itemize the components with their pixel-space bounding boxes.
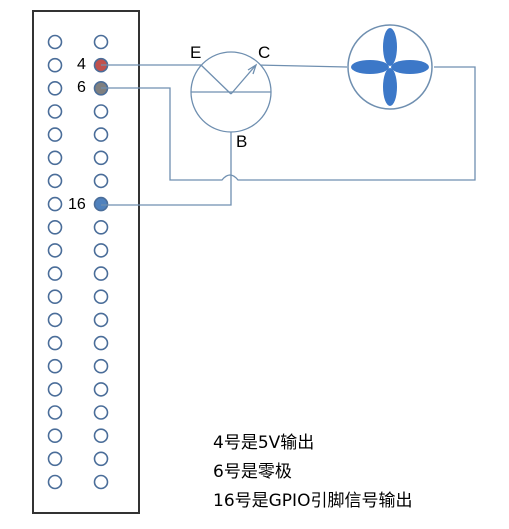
pin-hole: [93, 312, 109, 328]
pin-hole: [93, 428, 109, 444]
pin4-label: 4: [77, 56, 86, 73]
emitter-label: E: [190, 43, 202, 62]
fan-icon: [347, 24, 433, 110]
pin-hole: [47, 127, 63, 142]
pin-hole: [47, 358, 63, 374]
pin-hole: [47, 428, 63, 444]
pin16-label: 16: [68, 196, 86, 213]
pin-hole: [93, 451, 109, 467]
pin-hole: [47, 57, 63, 73]
pin-hole: [93, 405, 109, 420]
pin6-label: 6: [77, 79, 86, 96]
pin-hole: [47, 382, 63, 397]
pin-hole: [93, 243, 109, 258]
pin-hole: [47, 474, 63, 490]
pin-hole: [47, 451, 63, 467]
pin-hole: [47, 34, 63, 50]
pin-hole: [47, 104, 63, 119]
gpio-header: [32, 10, 140, 514]
pin-hole: [47, 312, 63, 328]
pin-hole: [47, 243, 63, 258]
note-pin16: 16号是GPIO引脚信号输出: [213, 491, 413, 511]
wire-fan-return: [101, 66, 476, 181]
pin-hole: [47, 196, 63, 212]
gpio-pin-holes: [47, 34, 109, 490]
note-pin6: 6号是零极: [213, 462, 292, 482]
pin-hole: [93, 34, 109, 50]
wire-collector-fan: [255, 64, 348, 68]
pin-hole: [93, 382, 109, 397]
pin-hole: [47, 266, 63, 281]
pin-hole: [47, 150, 63, 166]
pin-hole: [93, 266, 109, 281]
pin16-hole: [93, 196, 109, 212]
pin-hole: [47, 289, 63, 305]
pin-hole: [47, 335, 63, 351]
pin-hole: [93, 150, 109, 166]
pin-hole: [93, 220, 109, 235]
pin-hole: [47, 173, 63, 189]
pin-hole: [93, 335, 109, 351]
pin-hole: [93, 173, 109, 189]
pin-hole: [93, 104, 109, 119]
pin-hole: [93, 474, 109, 490]
transistor-symbol: [190, 51, 272, 133]
note-pin4: 4号是5V输出: [213, 433, 315, 453]
pin-hole: [93, 289, 109, 305]
collector-label: C: [258, 43, 271, 62]
pin-hole: [47, 220, 63, 235]
pin-hole: [93, 127, 109, 142]
pin-hole: [47, 81, 63, 96]
pin-hole: [47, 405, 63, 420]
pin-hole: [93, 358, 109, 374]
base-label: B: [236, 132, 248, 151]
